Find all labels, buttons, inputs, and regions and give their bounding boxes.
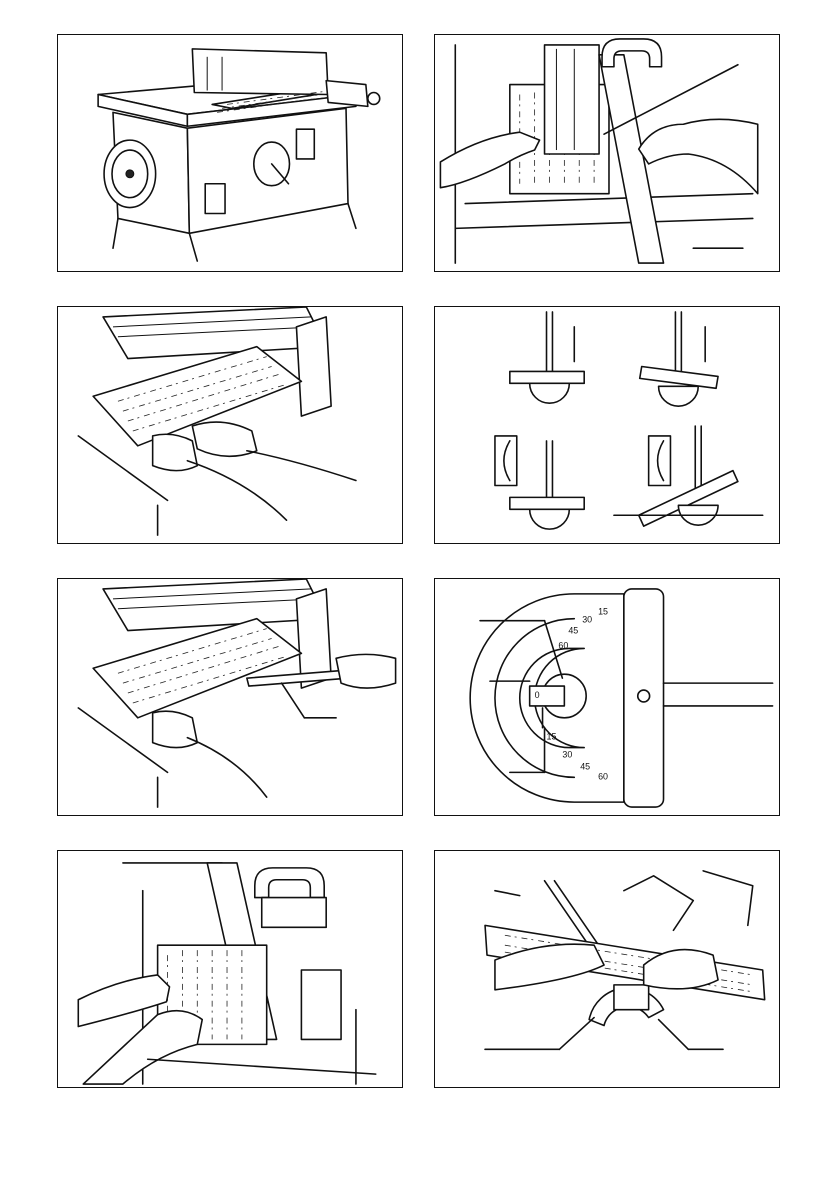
figure-2-rip-fence [434, 34, 780, 272]
figure-6-miter-gauge: 60 45 30 15 0 15 30 45 60 [434, 578, 780, 816]
scale-label: 15 [598, 607, 608, 617]
figure-8-miter-crosscut [434, 850, 780, 1088]
diagram-c [495, 436, 584, 529]
scale-label: 30 [562, 749, 572, 759]
scale-label: 60 [598, 771, 608, 781]
scale-label: 15 [547, 732, 557, 742]
diagram-b [640, 312, 718, 406]
fence-crosscut-illustration [58, 851, 402, 1087]
figure-1-table-saw [57, 34, 403, 272]
figure-4-miter-diagrams [434, 306, 780, 544]
push-stick-illustration [58, 579, 402, 815]
miter-diagrams-illustration [435, 307, 779, 543]
scale-label: 0 [535, 690, 540, 700]
table-saw-illustration [58, 35, 402, 271]
rip-fence-illustration [435, 35, 779, 271]
scale-label: 45 [568, 626, 578, 636]
miter-gauge-illustration: 60 45 30 15 0 15 30 45 60 [435, 579, 779, 815]
scale-label: 30 [582, 615, 592, 625]
figure-3-board-hands [57, 306, 403, 544]
diagram-a [510, 312, 584, 403]
board-hands-illustration [58, 307, 402, 543]
diagram-d [614, 426, 763, 526]
figure-7-fence-crosscut [57, 850, 403, 1088]
miter-crosscut-illustration [435, 851, 779, 1087]
scale-label: 60 [558, 640, 568, 650]
figure-5-push-stick [57, 578, 403, 816]
scale-label: 45 [580, 761, 590, 771]
